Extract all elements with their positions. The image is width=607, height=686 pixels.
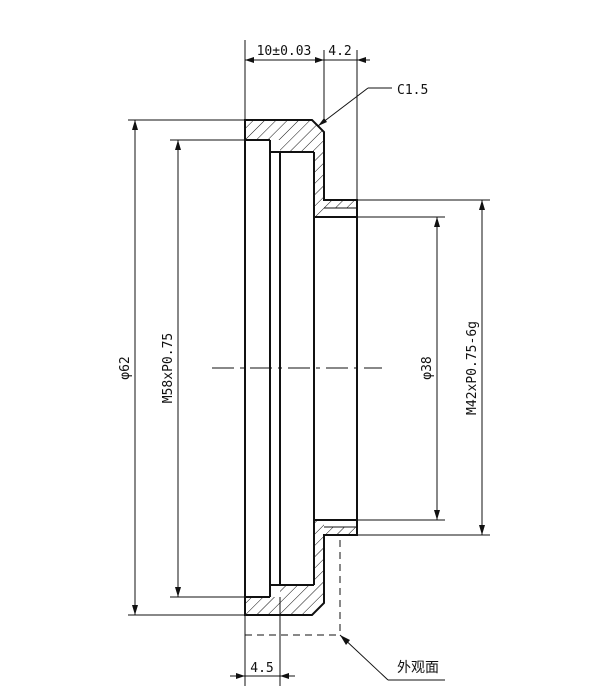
label-outer-diameter: φ62 [118, 356, 133, 379]
label-chamfer: C1.5 [397, 83, 428, 98]
arrow-step [357, 57, 366, 63]
arrow-42-bottom [479, 525, 485, 535]
arrow-45-left [236, 673, 245, 679]
arrow-45-right [280, 673, 289, 679]
hatch-bottom-flange [245, 535, 324, 615]
chamfer-arrow [318, 118, 327, 126]
section-hatching [245, 120, 357, 615]
dimension-labels: 10±0.03 4.2 C1.5 φ62 M58xP0.75 φ38 M42xP… [118, 44, 480, 676]
label-step-width: 4.2 [328, 44, 351, 59]
label-appearance-face: 外观面 [397, 660, 439, 676]
dimension-lines [128, 40, 490, 686]
hatch-bottom-boss [324, 527, 357, 535]
arrow-58-bottom [175, 587, 181, 597]
hatch-top-flange [245, 120, 324, 200]
label-outer-thread: M42xP0.75-6g [465, 321, 480, 415]
arrow-38-bottom [434, 510, 440, 520]
hatch-top-step [314, 200, 324, 217]
chamfer-leader [317, 87, 369, 127]
hatch-top-boss [324, 200, 357, 208]
arrow-right [315, 57, 324, 63]
label-bore-diameter: φ38 [420, 356, 435, 379]
arrow-62-bottom [132, 605, 138, 615]
label-flange-width: 10±0.03 [257, 44, 312, 59]
arrow-58-top [175, 140, 181, 150]
hatch-bottom-step [314, 520, 324, 535]
arrow-62-top [132, 120, 138, 130]
arrow-left [245, 57, 254, 63]
arrow-38-top [434, 217, 440, 227]
label-inner-thread: M58xP0.75 [161, 333, 176, 403]
label-bottom-width: 4.5 [250, 661, 273, 676]
arrow-42-top [479, 200, 485, 210]
appearance-arrow [340, 635, 350, 645]
